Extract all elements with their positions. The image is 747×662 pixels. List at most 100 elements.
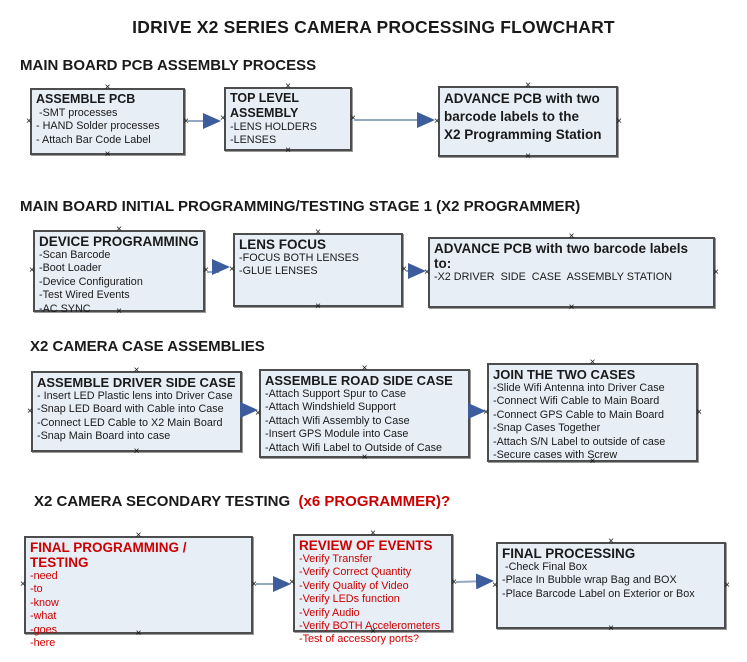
- node-title: ADVANCE PCB with two barcode labels to:: [434, 241, 689, 271]
- step-item: -Attach S/N Label to outside of case: [493, 435, 666, 448]
- connector-handle-icon: ×: [26, 115, 32, 127]
- connector-handle-icon: ×: [315, 301, 321, 312]
- connector-handle-icon: ×: [133, 365, 140, 376]
- step-item: -Verify Transfer: [299, 553, 373, 565]
- node-advance-pcb-driver-side[interactable]: ADVANCE PCB with two barcode labels to: …: [424, 232, 719, 313]
- connector-handle-icon: ×: [361, 363, 368, 374]
- step-item: -SMT processes: [36, 107, 118, 119]
- connector-handle-icon: ×: [220, 113, 226, 124]
- node-title: DEVICE PROGRAMMING: [39, 234, 199, 249]
- step-item: -AC SYNC: [39, 302, 91, 315]
- connector-handle-icon: ×: [361, 452, 368, 463]
- connector-handle-icon: ×: [525, 80, 531, 91]
- connector-handle-icon: ×: [568, 302, 575, 313]
- connector-handle-icon: ×: [713, 266, 719, 278]
- step-item: -Attach Support Spur to Case: [265, 388, 407, 400]
- connector-handle-icon: ×: [133, 446, 140, 457]
- step-item: -Secure cases with Screw: [493, 449, 618, 462]
- node-items: -Check Final Box-Place In Bubble wrap Ba…: [502, 561, 720, 601]
- connector-handle-icon: ×: [724, 579, 730, 591]
- step-item: -know: [30, 596, 59, 609]
- connector-handle-icon: ×: [104, 149, 111, 160]
- connector-handle-icon: ×: [203, 265, 209, 276]
- step-item: -LENSES: [230, 134, 277, 147]
- connector-handle-icon: ×: [525, 151, 531, 162]
- section-header-secondary-testing: X2 CAMERA SECONDARY TESTING (x6 PROGRAMM…: [34, 493, 450, 510]
- step-item: -Snap LED Board with Cable into Case: [37, 403, 224, 416]
- connector-handle-icon: ×: [370, 528, 376, 539]
- node-top-level-assembly[interactable]: TOP LEVEL ASSEMBLY -LENS HOLDERS-LENSES …: [220, 81, 356, 156]
- arrow-review-to-finalproc[interactable]: [455, 573, 494, 590]
- node-items: -X2 DRIVER SIDE CASE ASSEMBLY STATION: [434, 271, 709, 284]
- node-final-programming-testing[interactable]: FINAL PROGRAMMING / TESTING -need-to-kno…: [20, 530, 257, 650]
- step-item: - Attach Bar Code Label: [36, 133, 151, 146]
- node-join-the-two-cases[interactable]: JOIN THE TWO CASES -Slide Wifi Antenna i…: [483, 357, 702, 467]
- node-title: ASSEMBLE ROAD SIDE CASE: [265, 373, 453, 388]
- step-item: -to: [30, 583, 43, 596]
- node-final-processing[interactable]: FINAL PROCESSING -Check Final Box-Place …: [492, 536, 730, 634]
- node-review-of-events[interactable]: REVIEW OF EVENTS -Verify Transfer-Verify…: [289, 528, 457, 646]
- connector-handle-icon: ×: [251, 579, 257, 590]
- connector-handle-icon: ×: [696, 406, 702, 418]
- section-header-black-part: X2 CAMERA SECONDARY TESTING: [34, 493, 299, 510]
- node-assemble-pcb[interactable]: ASSEMBLE PCB -SMT processes- HAND Solder…: [26, 82, 189, 160]
- step-item: -Test of accessory ports?: [299, 633, 420, 646]
- section-header-initial-programming: MAIN BOARD INITIAL PROGRAMMING/TESTING S…: [20, 198, 581, 215]
- node-advance-pcb-programming-station[interactable]: ADVANCE PCB with two barcode labels to t…: [434, 80, 622, 162]
- step-item: -Boot Loader: [39, 262, 102, 275]
- node-items: -need-to-know-what-goes-here: [30, 570, 247, 650]
- connector-handle-icon: ×: [289, 577, 295, 588]
- step-item: -Connect LED Cable to X2 Main Board: [37, 416, 223, 429]
- connector-handle-icon: ×: [315, 227, 321, 238]
- connector-handle-icon: ×: [608, 623, 614, 634]
- step-item: -what: [30, 610, 57, 623]
- step-item: -Insert GPS Module into Case: [265, 428, 409, 441]
- step-item: -Slide Wifi Antenna into Driver Case: [493, 382, 665, 394]
- step-item: -FOCUS BOTH LENSES: [239, 252, 359, 264]
- step-item: -Snap Cases Together: [493, 422, 601, 435]
- arrow-device-to-lensfocus[interactable]: [207, 259, 230, 275]
- step-item: -Check Final Box: [502, 561, 588, 573]
- section-header-case-assemblies: X2 CAMERA CASE ASSEMBLIES: [30, 338, 265, 355]
- step-item: -goes: [30, 623, 58, 636]
- node-items: -Slide Wifi Antenna into Driver Case-Con…: [493, 382, 692, 462]
- node-device-programming[interactable]: DEVICE PROGRAMMING -Scan Barcode-Boot Lo…: [29, 224, 209, 317]
- step-item: -Verify BOTH Accelerometers: [299, 620, 440, 633]
- step-item: -Verify Correct Quantity: [299, 566, 412, 579]
- step-item: -Attach Windshield Support: [265, 401, 396, 414]
- connector-handle-icon: ×: [616, 115, 622, 127]
- step-item: -Verify Quality of Video: [299, 579, 409, 592]
- node-title: ADVANCE PCB with two barcode labels to t…: [444, 91, 602, 142]
- node-title: ASSEMBLE PCB: [36, 92, 136, 106]
- step-item: -Snap Main Board into case: [37, 430, 171, 443]
- connector-handle-icon: ×: [589, 357, 596, 368]
- step-item: -Scan Barcode: [39, 249, 111, 261]
- connector-handle-icon: ×: [116, 224, 122, 235]
- section-header-pcb-assembly: MAIN BOARD PCB ASSEMBLY PROCESS: [20, 57, 317, 74]
- node-lens-focus[interactable]: LENS FOCUS -FOCUS BOTH LENSES-GLUE LENSE…: [229, 227, 407, 312]
- step-item: -Test Wired Events: [39, 289, 130, 302]
- step-item: -Attach Wifi Label to Outside of Case: [265, 441, 443, 454]
- node-items: -Verify Transfer-Verify Correct Quantity…: [299, 553, 447, 647]
- step-item: -LENS HOLDERS: [230, 121, 317, 133]
- connector-handle-icon: ×: [27, 405, 33, 417]
- step-item: -GLUE LENSES: [239, 265, 318, 278]
- step-item: -Verify LEDs function: [299, 593, 400, 606]
- node-title: TOP LEVEL ASSEMBLY: [230, 91, 299, 120]
- node-assemble-road-side-case[interactable]: ASSEMBLE ROAD SIDE CASE -Attach Support …: [255, 363, 474, 463]
- node-items: -Attach Support Spur to Case-Attach Wind…: [265, 388, 464, 455]
- connector-handle-icon: ×: [135, 530, 142, 541]
- connector-handle-icon: ×: [183, 115, 189, 127]
- connector-handle-icon: ×: [401, 264, 407, 275]
- connector-handle-icon: ×: [350, 113, 356, 124]
- connector-handle-icon: ×: [104, 82, 111, 93]
- connector-handle-icon: ×: [492, 579, 498, 591]
- step-item: -Connect Wifi Cable to Main Board: [493, 395, 660, 408]
- connector-handle-icon: ×: [20, 579, 26, 590]
- connector-handle-icon: ×: [285, 81, 291, 92]
- step-item: -here: [30, 637, 56, 650]
- section-header-red-part: (x6 PROGRAMMER)?: [298, 493, 451, 510]
- node-assemble-driver-side-case[interactable]: ASSEMBLE DRIVER SIDE CASE - Insert LED P…: [27, 365, 246, 457]
- connector-handle-icon: ×: [608, 536, 614, 547]
- node-title: REVIEW OF EVENTS: [299, 538, 433, 553]
